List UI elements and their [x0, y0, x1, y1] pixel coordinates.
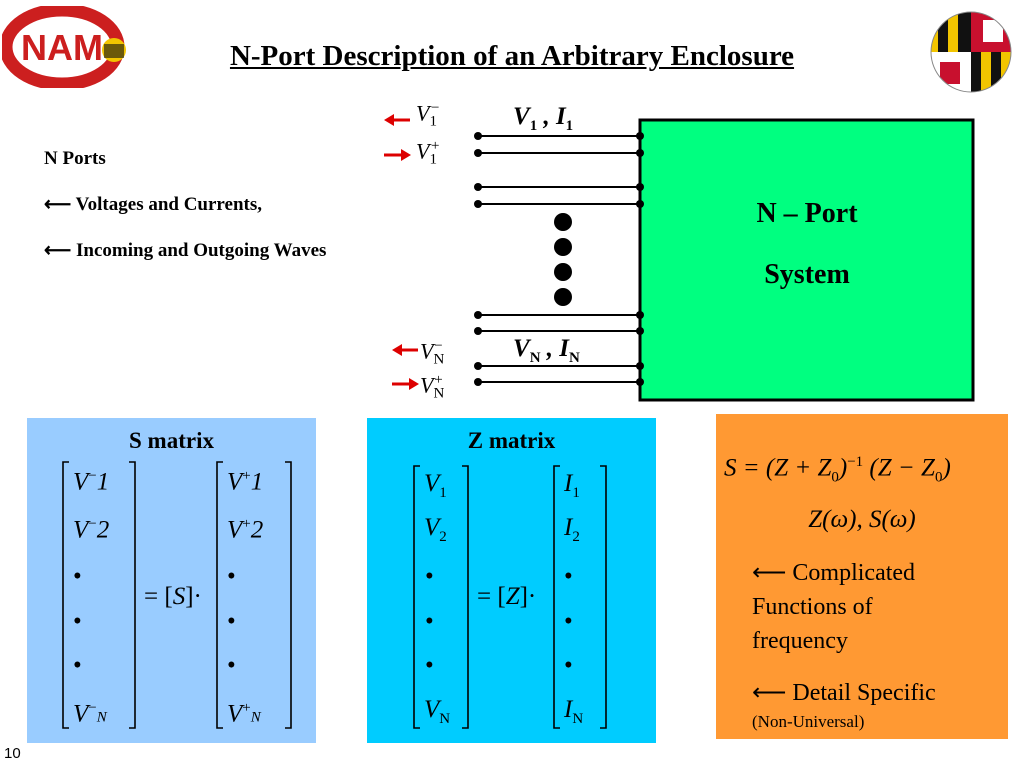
z-matrix-box: Z matrix V1 V2 • • • VN = [Z]· I1 I2 • •… — [367, 418, 656, 743]
s-formula: S = (Z + Z0)−1 (Z − Z0) — [724, 454, 951, 486]
s-left-vN: V−N — [73, 700, 107, 728]
slide-number: 10 — [4, 745, 21, 762]
z-right-i1: I1 — [564, 470, 580, 501]
note-complicated: ⟵ Complicated Functions of frequency — [752, 560, 916, 654]
note-non-universal: (Non-Universal) — [752, 712, 865, 731]
s-matrix-brackets — [62, 461, 292, 729]
s-right-v1: V+1 — [227, 468, 264, 496]
s-right-vN: V+N — [227, 700, 261, 728]
s-right-v2: V+2 — [227, 516, 264, 544]
z-matrix-brackets — [413, 465, 607, 729]
port1-label: V1 , I1 — [513, 103, 574, 134]
s-right-dot: • — [227, 652, 236, 679]
v1-plus-label: V1+ — [416, 138, 440, 168]
z-left-dot: • — [425, 652, 434, 679]
z-left-vN: VN — [424, 696, 451, 727]
s-right-dot: • — [227, 563, 236, 590]
nam-logo: NAM — [0, 3, 130, 91]
bullet-waves: ⟵ Incoming and Outgoing Waves — [44, 240, 327, 261]
nport-diagram — [384, 114, 975, 402]
portN-label: VN , IN — [513, 335, 580, 366]
maryland-globe-logo — [928, 10, 1014, 94]
z-right-dot: • — [564, 608, 573, 635]
vN-plus-label: VN+ — [420, 372, 445, 402]
port-lines — [478, 135, 640, 383]
nport-system-box — [638, 118, 975, 402]
ellipsis-dots — [554, 213, 572, 306]
v1-minus-label: V1− — [416, 100, 440, 130]
svg-text:NAM: NAM — [21, 27, 103, 68]
s-left-dot: • — [73, 563, 82, 590]
z-operator: = [Z]· — [477, 583, 537, 610]
left-arrow-icon: ⟵ — [44, 194, 72, 215]
z-right-i2: I2 — [564, 514, 580, 545]
properties-box: S = (Z + Z0)−1 (Z − Z0) Z(ω), S(ω) ⟵ Com… — [716, 414, 1008, 739]
note-detail-specific: ⟵ Detail Specific — [752, 680, 936, 706]
s-left-v2: V−2 — [73, 516, 110, 544]
left-arrow-icon: ⟵ — [752, 680, 787, 706]
s-matrix-box: S matrix V−1 V−2 • • • V−N = [S]· V+1 V+… — [27, 418, 316, 743]
z-left-dot: • — [425, 563, 434, 590]
bullet-list: N Ports ⟵ Voltages and Currents, ⟵ Incom… — [44, 136, 326, 274]
s-left-v1: V−1 — [73, 468, 110, 496]
terminal-dots — [474, 132, 644, 386]
left-arrow-icon: ⟵ — [752, 560, 787, 586]
system-line-2: System — [764, 259, 850, 290]
z-right-dot: • — [564, 652, 573, 679]
z-left-dot: • — [425, 608, 434, 635]
vN-minus-label: VN− — [420, 338, 445, 368]
s-left-dot: • — [73, 608, 82, 635]
bullet-voltages-currents: ⟵ Voltages and Currents, — [44, 194, 262, 215]
bullet-n-ports: N Ports — [44, 148, 106, 169]
z-left-v2: V2 — [424, 514, 447, 545]
s-matrix-title: S matrix — [129, 428, 214, 453]
functions-of-omega: Z(ω), S(ω) — [808, 506, 916, 533]
wave-arrows — [384, 114, 419, 390]
z-left-v1: V1 — [424, 470, 447, 501]
left-arrow-icon: ⟵ — [44, 240, 72, 261]
system-line-1: N – Port — [756, 198, 858, 229]
s-left-dot: • — [73, 652, 82, 679]
z-right-iN: IN — [564, 696, 584, 727]
z-matrix-title: Z matrix — [467, 428, 556, 453]
z-right-dot: • — [564, 563, 573, 590]
s-operator: = [S]· — [144, 583, 202, 610]
page-title: N-Port Description of an Arbitrary Enclo… — [229, 40, 795, 72]
s-right-dot: • — [227, 608, 236, 635]
